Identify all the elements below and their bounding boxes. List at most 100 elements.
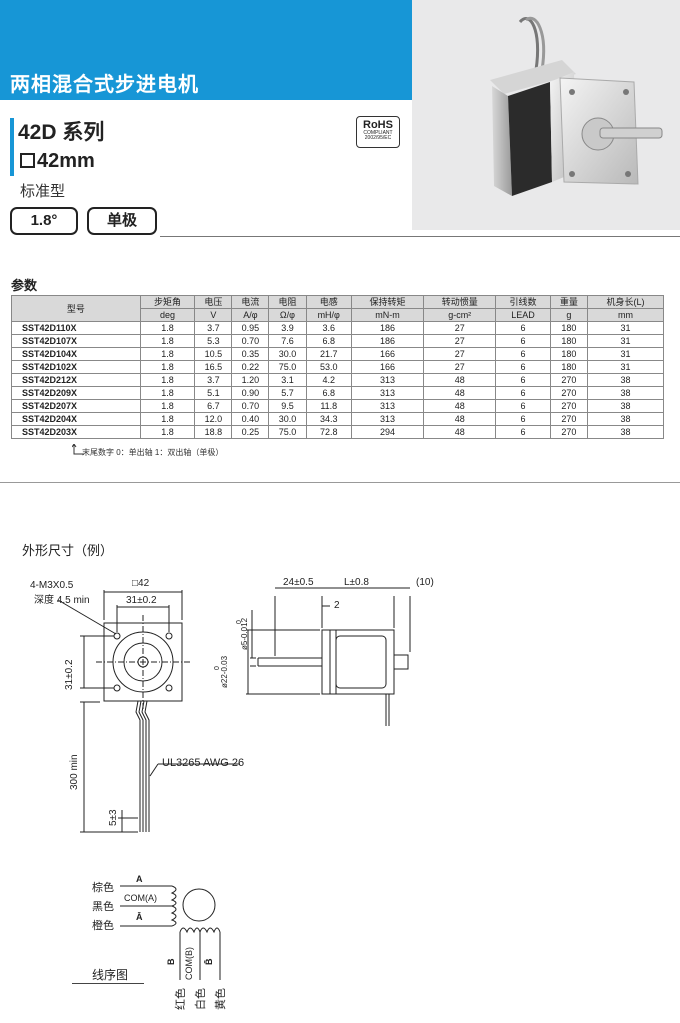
value-cell: 0.25	[231, 425, 270, 439]
value-cell: 31	[586, 347, 665, 361]
phase-a-bar-label: Ā	[136, 912, 143, 922]
series-accent-bar	[10, 118, 14, 176]
header-cell: 重量	[549, 295, 588, 309]
value-cell: 270	[549, 412, 588, 426]
value-cell: 0.40	[231, 412, 270, 426]
value-cell: 12.0	[194, 412, 233, 426]
phase-a-label: A	[136, 874, 143, 884]
header-divider	[160, 236, 680, 237]
wire-color-2: 黑色	[92, 901, 114, 913]
value-cell: 270	[549, 425, 588, 439]
rohs-main: RoHS	[363, 119, 393, 131]
value-cell: 6	[495, 425, 551, 439]
value-cell: 6	[495, 334, 551, 348]
unit-cell: g-cm²	[423, 308, 497, 322]
value-cell: 186	[350, 321, 425, 335]
dimension-drawing	[57, 587, 411, 833]
value-cell: 31	[586, 334, 665, 348]
header-cell: 电压	[194, 295, 233, 309]
unit-cell: A/φ	[231, 308, 270, 322]
drawing-title: 外形尺寸（例）	[22, 543, 114, 558]
frame-size-value: 42mm	[37, 150, 95, 172]
value-cell: 1.8	[139, 412, 196, 426]
model-cell: SST42D209X	[11, 386, 141, 400]
value-cell: 21.7	[305, 347, 352, 361]
value-cell: 1.8	[139, 425, 196, 439]
value-cell: 294	[350, 425, 425, 439]
value-cell: 0.90	[231, 386, 270, 400]
value-cell: 313	[350, 412, 425, 426]
com-a-label: COM(A)	[124, 893, 157, 903]
value-cell: 5.3	[194, 334, 233, 348]
value-cell: 48	[423, 412, 497, 426]
value-cell: 1.8	[139, 373, 196, 387]
series-name: 42D 系列	[18, 121, 105, 144]
rohs-line2: 2002/95/EC	[364, 135, 392, 141]
value-cell: 16.5	[194, 360, 233, 374]
value-cell: 1.8	[139, 334, 196, 348]
model-cell: SST42D107X	[11, 334, 141, 348]
value-cell: 313	[350, 386, 425, 400]
value-cell: 186	[350, 334, 425, 348]
wire-color-1: 棕色	[92, 882, 114, 894]
value-cell: 30.0	[268, 412, 307, 426]
value-cell: 18.8	[194, 425, 233, 439]
unit-cell: Ω/φ	[268, 308, 307, 322]
value-cell: 6	[495, 347, 551, 361]
value-cell: 0.35	[231, 347, 270, 361]
pitch-horizontal-label: 31±0.2	[126, 595, 157, 606]
wire-color-4: 红色	[175, 988, 187, 1010]
motor-illustration	[490, 16, 663, 196]
pitch-vertical-label: 31±0.2	[64, 659, 75, 690]
unit-cell: g	[549, 308, 588, 322]
value-cell: 48	[423, 425, 497, 439]
type-label: 标准型	[20, 183, 66, 200]
section-divider	[0, 482, 680, 483]
value-cell: 6	[495, 360, 551, 374]
frame-size: 42mm	[20, 150, 95, 173]
value-cell: 34.3	[305, 412, 352, 426]
value-cell: 7.6	[268, 334, 307, 348]
specs-section-label: 参数	[11, 278, 38, 293]
square-icon	[20, 153, 35, 168]
value-cell: 4.2	[305, 373, 352, 387]
strip-length-label: 5±3	[108, 809, 119, 826]
product-title: 两相混合式步进电机	[10, 74, 199, 96]
value-cell: 0.95	[231, 321, 270, 335]
wire-color-5: 白色	[195, 988, 207, 1010]
flat-label: 2	[334, 600, 340, 611]
value-cell: 27	[423, 360, 497, 374]
title-banner: 两相混合式步进电机	[0, 0, 412, 100]
header-cell: 机身长(L)	[586, 295, 665, 309]
value-cell: 9.5	[268, 399, 307, 413]
value-cell: 180	[549, 321, 588, 335]
value-cell: 1.8	[139, 360, 196, 374]
value-cell: 27	[423, 347, 497, 361]
value-cell: 31	[586, 321, 665, 335]
value-cell: 1.20	[231, 373, 270, 387]
cable-spec-label: UL3265 AWG 26	[162, 757, 245, 769]
value-cell: 6.8	[305, 334, 352, 348]
value-cell: 180	[549, 334, 588, 348]
value-cell: 6	[495, 373, 551, 387]
value-cell: 270	[549, 386, 588, 400]
model-cell: SST42D104X	[11, 347, 141, 361]
value-cell: 0.70	[231, 334, 270, 348]
header-cell: 电阻	[268, 295, 307, 309]
value-cell: 48	[423, 373, 497, 387]
value-cell: 38	[586, 425, 665, 439]
model-cell: SST42D207X	[11, 399, 141, 413]
polarity-badge: 单极	[87, 207, 157, 235]
value-cell: 180	[549, 347, 588, 361]
table-units-row: deg V A/φ Ω/φ mH/φ mN-m g-cm² LEAD g mm	[12, 308, 665, 322]
header-model: 型号	[11, 295, 141, 322]
lead-length-label: 300 min	[69, 754, 80, 790]
value-cell: 6.8	[305, 386, 352, 400]
